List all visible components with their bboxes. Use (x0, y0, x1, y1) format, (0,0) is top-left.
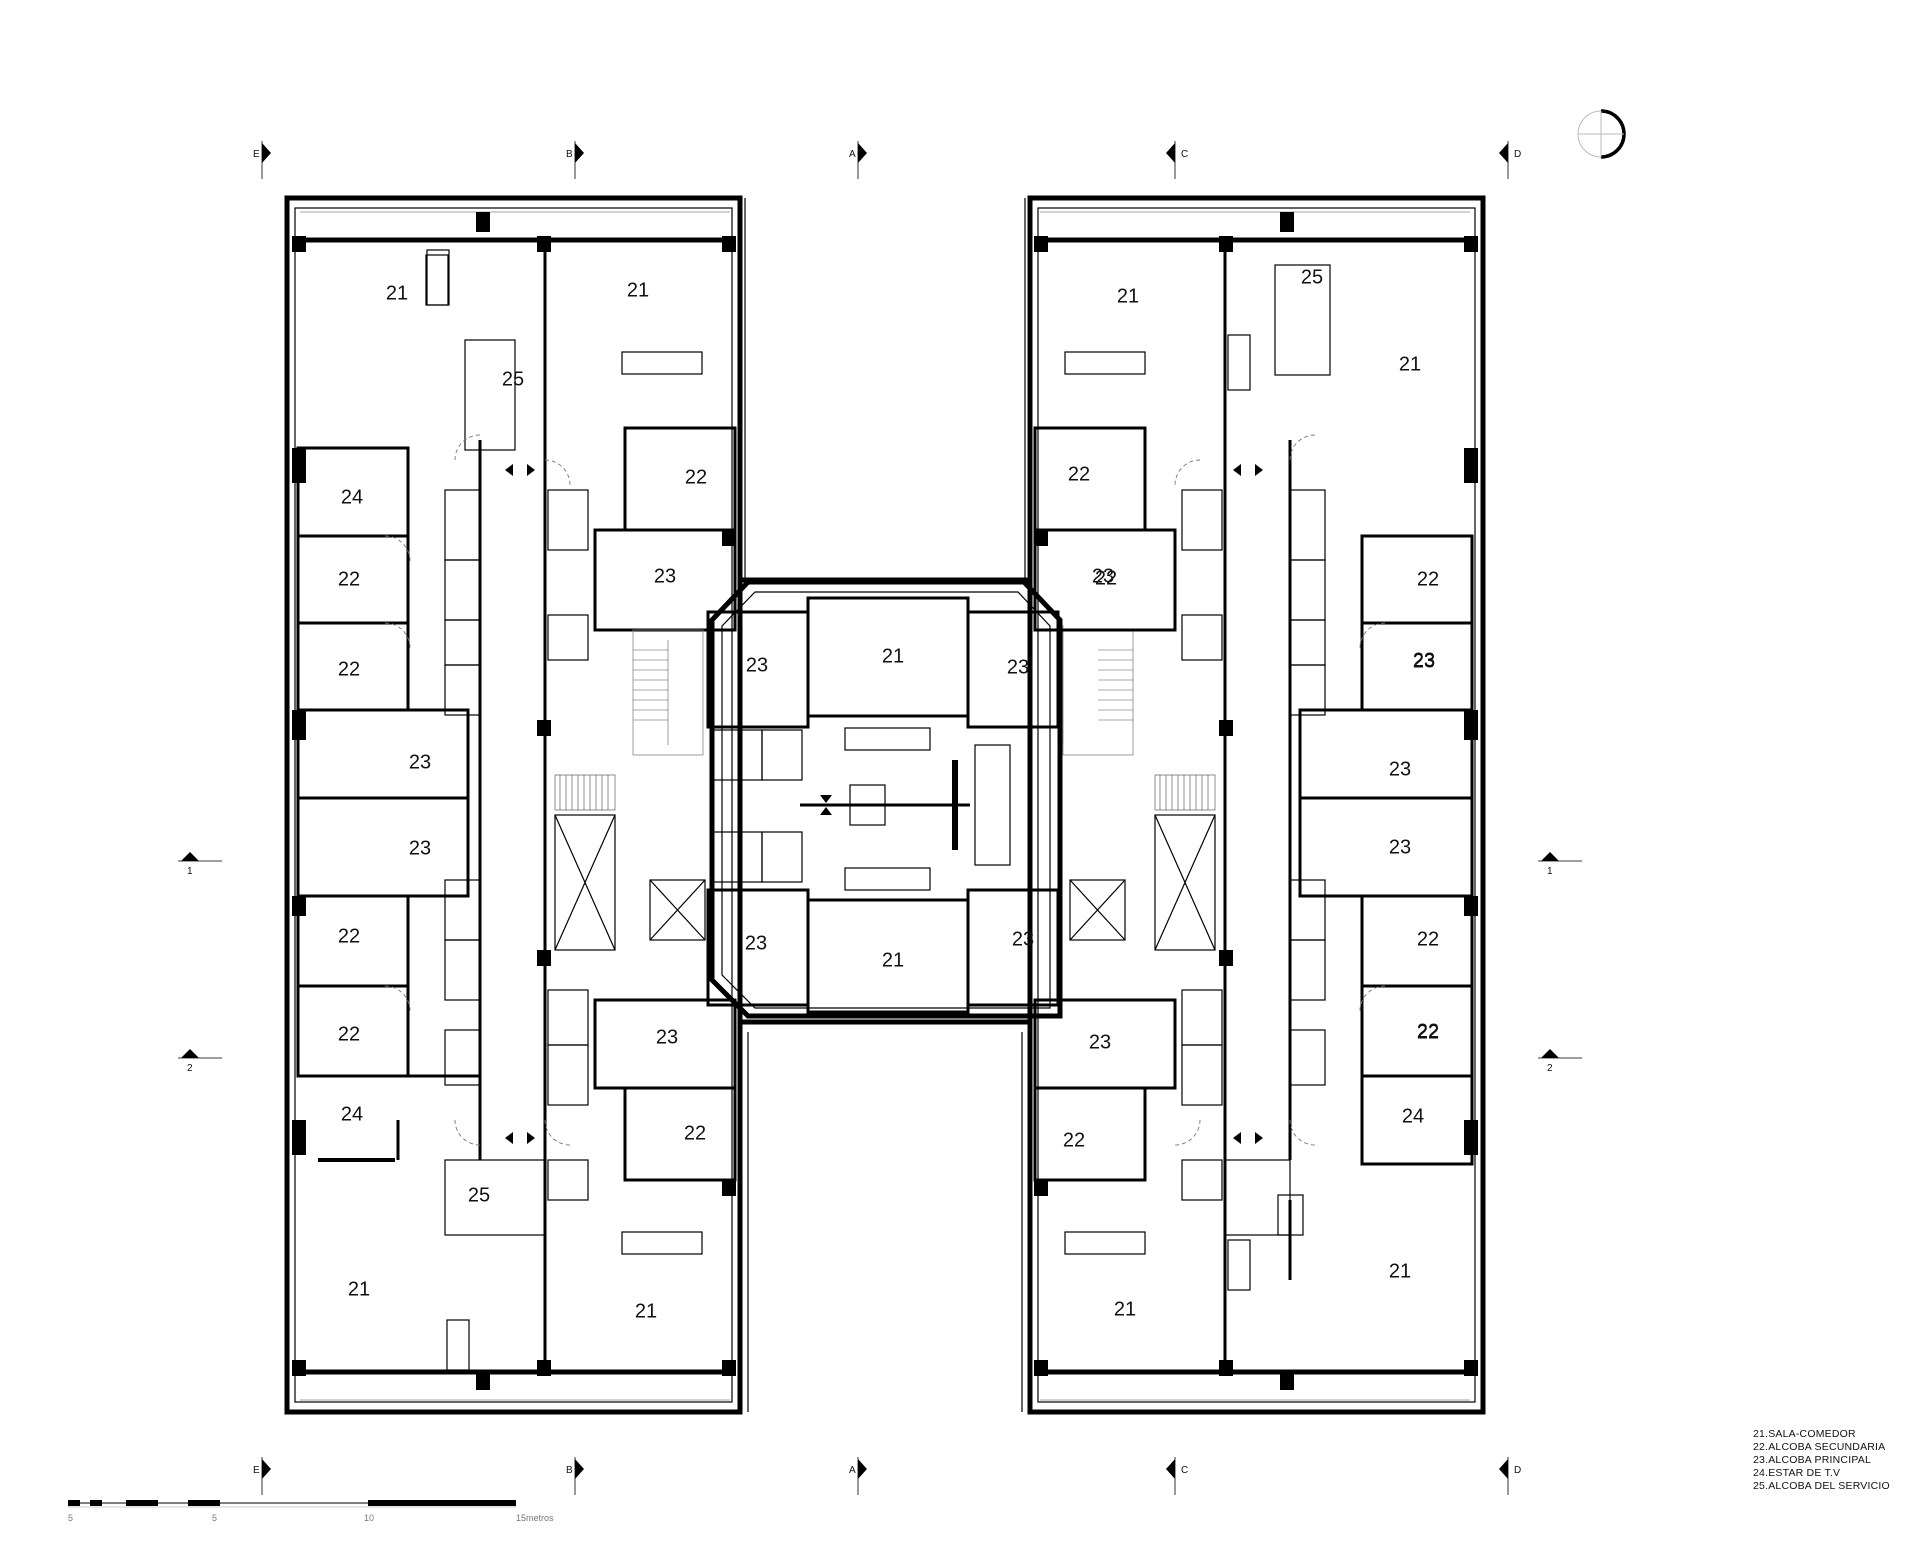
room-label: 25 (1301, 266, 1323, 288)
section-marker-icon: B (566, 1457, 584, 1495)
room-label: 23 (1413, 649, 1435, 671)
room-label: 21 (1117, 285, 1139, 307)
room-label: 24 (341, 486, 363, 508)
room-label: 21 (882, 645, 904, 667)
room-label: 21 (1389, 1260, 1411, 1282)
section-marker-icon: 1 (1538, 852, 1582, 877)
room-label: 21 (882, 949, 904, 971)
room-label: 21 (1399, 353, 1421, 375)
room-label: 23 (746, 654, 768, 676)
room-label: 22 (338, 568, 360, 590)
left-block (284, 195, 743, 1415)
room-label: 23 (1012, 928, 1034, 950)
room-label: 22 (1068, 463, 1090, 485)
section-marker-icon: A (849, 1457, 867, 1495)
axis-label: E (253, 149, 260, 160)
section-marker-icon: A (849, 141, 867, 179)
room-label: 23 (1092, 565, 1114, 587)
room-label: 22 (684, 1122, 706, 1144)
axis-label: 2 (187, 1063, 193, 1074)
section-marker-icon: D (1499, 1457, 1521, 1495)
room-label: 24 (341, 1103, 363, 1125)
room-label: 23 (409, 751, 431, 773)
axis-label: A (849, 149, 856, 160)
room-label: 23 (1413, 650, 1435, 672)
room-label: 22 (338, 925, 360, 947)
axis-label: B (566, 149, 573, 160)
axis-label: D (1514, 149, 1521, 160)
axis-label: 1 (187, 866, 193, 877)
scale-bar: 5 5 10 15metros (68, 1500, 554, 1523)
axis-label: 1 (1547, 866, 1553, 877)
section-marker-icon: B (566, 141, 584, 179)
room-label: 25 (502, 368, 524, 390)
room-label: 21 (348, 1278, 370, 1300)
legend-item: 22.ALCOBA SECUNDARIA (1753, 1441, 1886, 1453)
section-marker-icon: 2 (1538, 1049, 1582, 1074)
right-block (1027, 195, 1486, 1415)
section-marker-icon: C (1166, 1457, 1188, 1495)
room-label: 23 (1007, 656, 1029, 678)
room-label: 23 (1089, 1031, 1111, 1053)
room-label: 23 (656, 1026, 678, 1048)
scale-label: 5 (212, 1513, 217, 1523)
legend-item: 24.ESTAR DE T.V (1753, 1467, 1841, 1479)
axis-label: B (566, 1465, 573, 1476)
room-label: 23 (1389, 758, 1411, 780)
section-marker-icon: 2 (178, 1049, 222, 1074)
room-label: 22 (685, 466, 707, 488)
room-label: 25 (468, 1184, 490, 1206)
axis-label: C (1181, 1465, 1188, 1476)
room-label: 22 (338, 658, 360, 680)
room-label: 22 (1417, 1021, 1439, 1043)
room-label: 21 (627, 279, 649, 301)
legend-item: 25.ALCOBA DEL SERVICIO (1753, 1480, 1890, 1492)
room-label: 22 (1095, 567, 1117, 589)
room-label: 21 (1114, 1298, 1136, 1320)
central-core (554, 577, 1216, 1025)
room-label: 23 (409, 837, 431, 859)
room-label: 21 (635, 1300, 657, 1322)
axis-label: A (849, 1465, 856, 1476)
legend-item: 23.ALCOBA PRINCIPAL (1753, 1454, 1871, 1466)
axis-label: C (1181, 149, 1188, 160)
axis-label: E (253, 1465, 260, 1476)
room-label: 24 (1402, 1105, 1424, 1127)
legend-item: 21.SALA-COMEDOR (1753, 1428, 1856, 1440)
scale-label: 10 (364, 1513, 374, 1523)
room-label: 23 (745, 932, 767, 954)
courtyard (738, 198, 1032, 1412)
axis-label: 2 (1547, 1063, 1553, 1074)
room-label: 22 (1417, 1020, 1439, 1042)
section-marker-icon: 1 (178, 852, 222, 877)
scale-label: 15metros (516, 1513, 554, 1523)
room-label: 23 (1389, 836, 1411, 858)
section-marker-icon: E (253, 141, 271, 179)
section-marker-icon: E (253, 1457, 271, 1495)
north-arrow-icon (1577, 109, 1626, 159)
axis-label: D (1514, 1465, 1521, 1476)
room-label: 23 (654, 565, 676, 587)
room-label: 22 (1417, 568, 1439, 590)
section-marker-icon: C (1166, 141, 1188, 179)
scale-label: 5 (68, 1513, 73, 1523)
section-marker-icon: D (1499, 141, 1521, 179)
room-label: 22 (1417, 928, 1439, 950)
room-label: 22 (338, 1023, 360, 1045)
room-label: 22 (1063, 1129, 1085, 1151)
legend: 21.SALA-COMEDOR 22.ALCOBA SECUNDARIA 23.… (1753, 1428, 1890, 1493)
room-label: 21 (386, 282, 408, 304)
